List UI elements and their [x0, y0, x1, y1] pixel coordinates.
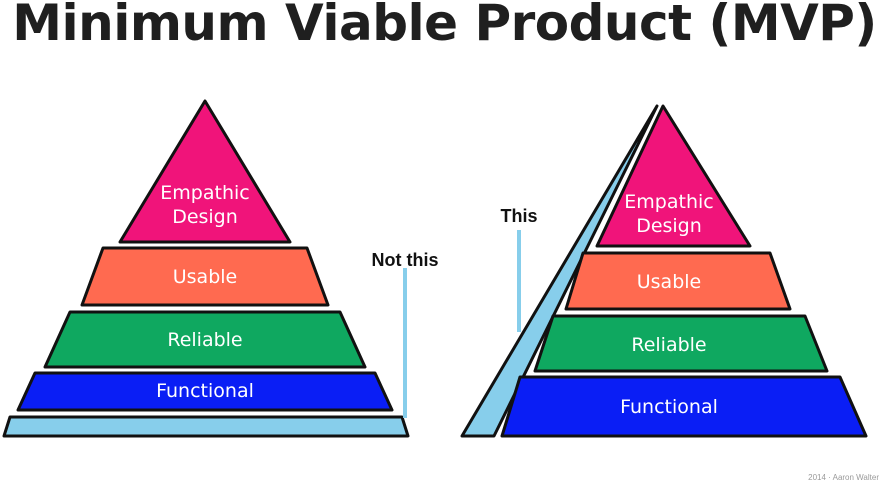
right-caption: This [500, 206, 537, 226]
right-pyramid [460, 104, 868, 438]
left-base-bar [2, 415, 410, 438]
right-label-functional: Functional [620, 396, 718, 418]
right-layer-reliable [533, 314, 829, 373]
left-caption: Not this [372, 250, 439, 270]
right-wedge [460, 104, 659, 438]
left-label-functional: Functional [156, 380, 254, 402]
left-layer-empathic-design [118, 99, 292, 244]
right-label-design: Design [636, 215, 702, 237]
right-layer-functional [500, 375, 868, 438]
left-pointer-line [403, 268, 407, 418]
right-layer-usable [564, 251, 792, 311]
right-layer-empathic-design [595, 104, 752, 248]
left-pyramid [2, 99, 410, 438]
left-label-empathic: Empathic [160, 182, 249, 204]
left-label-reliable: Reliable [167, 329, 242, 351]
right-pointer-line [517, 230, 521, 332]
right-label-usable: Usable [637, 271, 701, 293]
page-title: Minimum Viable Product (MVP) [12, 0, 877, 52]
right-label-reliable: Reliable [631, 334, 706, 356]
left-layer-usable [80, 246, 330, 307]
right-label-empathic: Empathic [624, 191, 713, 213]
left-layer-reliable [43, 310, 367, 369]
left-layer-functional [16, 371, 394, 412]
credit-text: 2014 · Aaron Walter [808, 473, 879, 482]
left-label-design: Design [172, 206, 238, 228]
left-label-usable: Usable [173, 266, 237, 288]
